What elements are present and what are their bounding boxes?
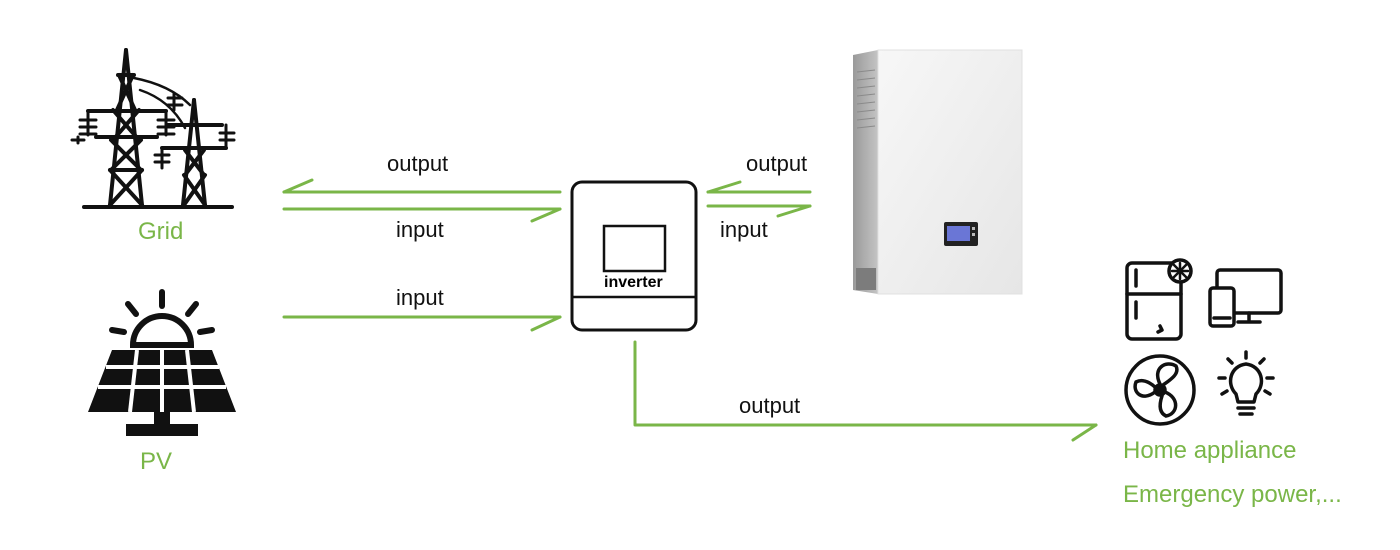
grid-output-arrow [282,178,562,194]
grid-output-label: output [387,151,449,176]
grid-label: Grid [138,218,184,245]
inverter-label: inverter [604,274,663,291]
fridge-icon [1125,258,1193,341]
pv-label: PV [140,448,173,475]
battery-output-label: output [746,151,808,176]
emergency-power-label: Emergency power,... [1123,481,1342,508]
home-appliance-label: Home appliance [1123,437,1297,464]
transmission-tower-icon [70,48,236,209]
inverter-icon [570,180,698,332]
pv-input-label: input [396,285,444,310]
battery-input-label: input [720,217,768,242]
battery-output-arrow [706,180,812,194]
wall-battery-icon [853,49,1023,295]
grid-input-arrow [282,207,562,223]
computer-icon [1208,268,1283,328]
grid-input-label: input [396,217,444,242]
fan-icon [1124,354,1196,426]
load-output-label: output [739,393,801,418]
load-output-arrow [633,340,1098,442]
light-bulb-icon [1217,350,1275,416]
solar-panel-icon [88,289,236,436]
pv-input-arrow [282,315,562,332]
battery-input-arrow [706,204,812,218]
